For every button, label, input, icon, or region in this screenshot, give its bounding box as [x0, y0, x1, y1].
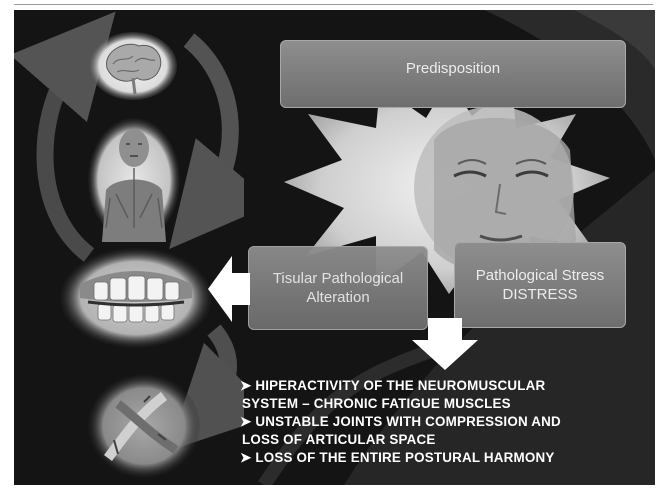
predisposition-label: Predisposition — [406, 59, 500, 78]
bullet-line-3: ➤ UNSTABLE JOINTS WITH COMPRESSION AND — [240, 414, 561, 430]
tissue-alteration-box: Tisular Pathological Alteration — [248, 246, 428, 330]
brain-icon — [89, 32, 177, 100]
teeth-icon — [60, 248, 212, 348]
pathological-stress-box: Pathological Stress DISTRESS — [454, 242, 626, 328]
bullet-line-2: SYSTEM – CHRONIC FATIGUE MUSCLES — [242, 396, 511, 412]
stress-label-line1: Pathological Stress — [476, 266, 604, 285]
down-arrow-icon — [412, 318, 478, 370]
tissue-label-line1: Tisular Pathological — [273, 269, 403, 288]
bullet-line-1: ➤ HIPERACTIVITY OF THE NEUROMUSCULAR — [240, 378, 545, 394]
top-rule — [14, 4, 653, 5]
predisposition-box: Predisposition — [280, 40, 626, 108]
bullet-line-5: ➤ LOSS OF THE ENTIRE POSTURAL HARMONY — [240, 450, 554, 466]
left-arrow-icon — [208, 256, 250, 322]
tissue-label-line2: Alteration — [306, 288, 369, 307]
joint-icon — [88, 374, 200, 478]
anatomy-figure-icon — [88, 118, 180, 242]
bullet-line-4: LOSS OF ARTICULAR SPACE — [242, 432, 436, 448]
stress-label-line2: DISTRESS — [502, 285, 577, 304]
slide-background: Predisposition Tisular Pathological Alte… — [14, 10, 655, 485]
